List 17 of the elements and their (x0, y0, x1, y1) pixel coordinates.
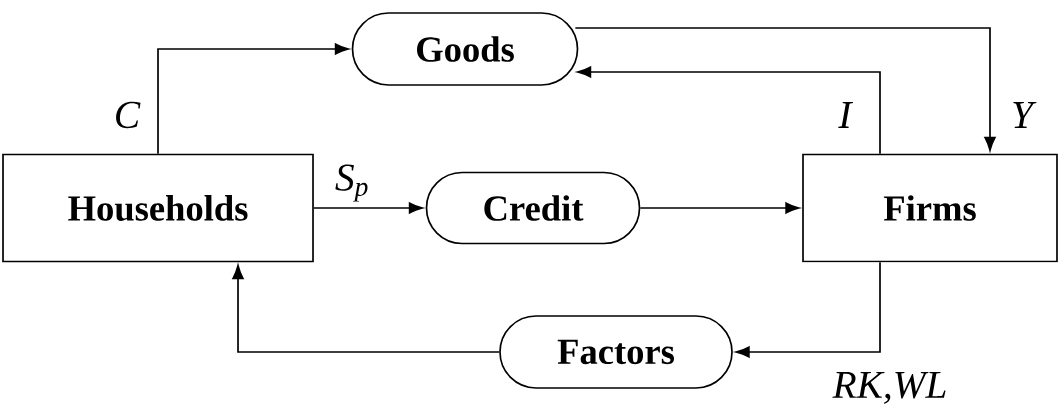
edge-label: I (838, 102, 854, 128)
edge-label: C (116, 101, 141, 129)
rounded-box: Factors (499, 315, 733, 389)
rounded-box: Credit (425, 171, 641, 245)
arrow (157, 43, 350, 155)
arrow (735, 261, 881, 358)
edge-label: Y (1013, 102, 1037, 128)
arrow (577, 66, 881, 155)
rounded-box: Goods (351, 12, 579, 86)
arrow (232, 264, 500, 353)
edge-label: S$_{p}$ (335, 164, 368, 202)
process-box: Firms (802, 153, 1058, 263)
arrow (574, 27, 996, 151)
edge-label: RK,WL (832, 372, 946, 404)
process-box: Households (2, 153, 314, 263)
arrow (313, 202, 424, 214)
arrow (639, 202, 800, 214)
